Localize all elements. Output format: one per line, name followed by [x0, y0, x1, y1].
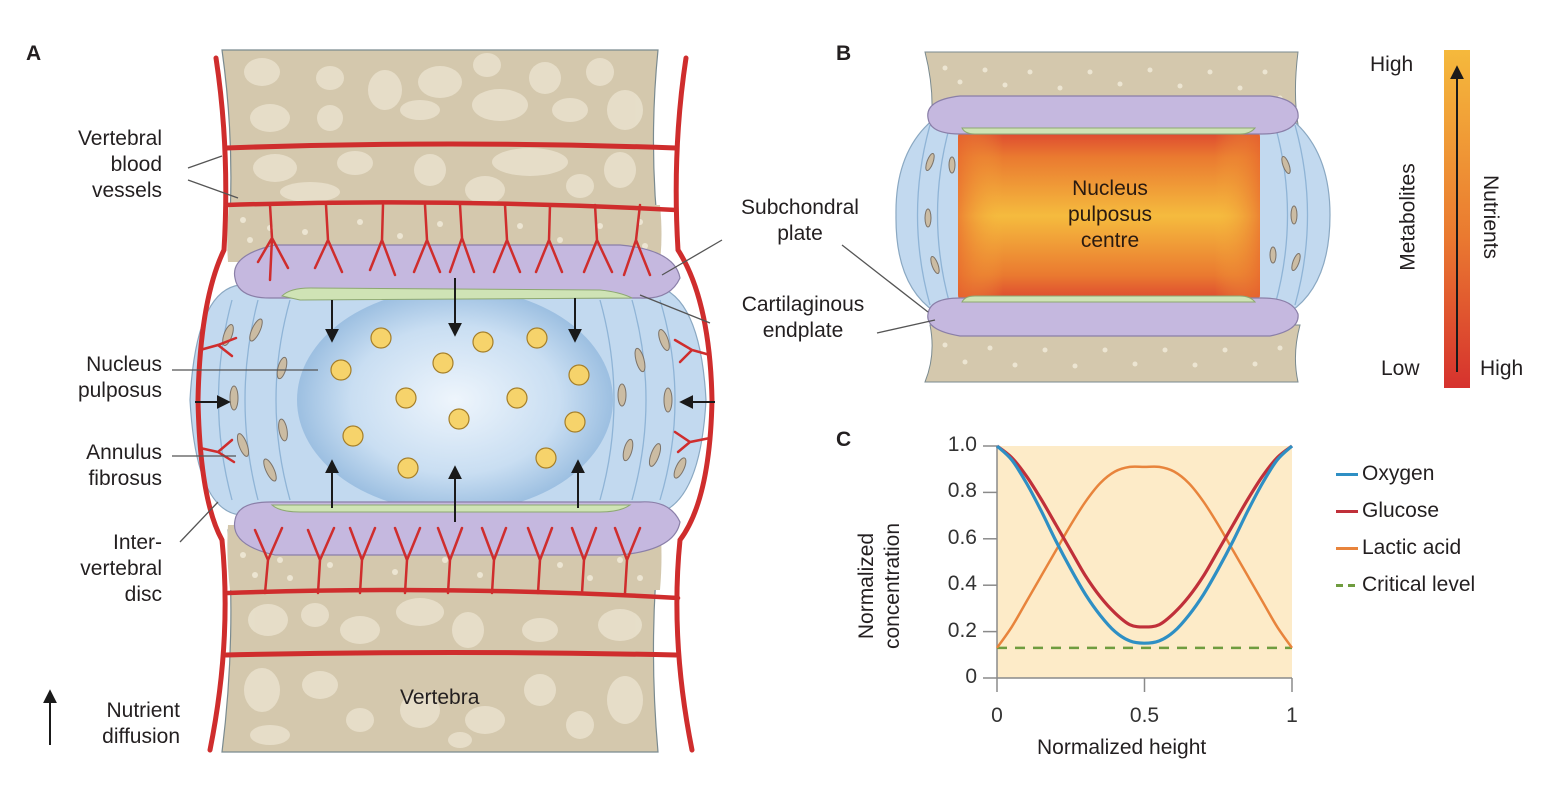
- label-line: Inter-: [112, 531, 162, 554]
- nucleus-cells: [330, 327, 590, 479]
- y-tick-label: 0: [965, 665, 977, 688]
- y-tick-label: 0.6: [947, 525, 977, 549]
- upper-endplate: [233, 244, 681, 301]
- series-line-glucose: [996, 444, 1293, 629]
- legend-item: Glucose: [1336, 499, 1439, 523]
- label-line: pulposus: [77, 379, 162, 402]
- panel-b-nucleus-gradient: [958, 124, 1260, 308]
- label-nutrient-diffusion: Nutrient diffusion: [70, 698, 180, 750]
- x-tick-label: 0.5: [1129, 704, 1160, 727]
- scale-metabolites-label: Metabolites: [1396, 163, 1420, 271]
- label-line: vertebral: [80, 557, 162, 580]
- panel-b-endplates: [927, 95, 1299, 337]
- diffusion-arrows: [43, 278, 715, 745]
- legend-label: Oxygen: [1362, 462, 1435, 485]
- label-line: Vertebral: [77, 127, 162, 150]
- label-line: Annulus: [86, 441, 162, 464]
- y-tick-label: 1.0: [947, 433, 977, 456]
- chart-x-axis-label: Normalized height: [1037, 736, 1207, 759]
- legend-item: Oxygen: [1336, 462, 1434, 486]
- panel-letter-c: C: [836, 428, 852, 451]
- label-annulus-fibrosus: Annulus fibrosus: [40, 440, 162, 492]
- metabolite-nutrient-scale: [1444, 50, 1470, 388]
- legend-label: Critical level: [1362, 573, 1476, 596]
- label-line: pulposus: [1067, 203, 1153, 226]
- lower-endplate: [233, 501, 681, 556]
- chart-plot-background: [997, 446, 1292, 678]
- label-line: endplate: [762, 319, 844, 342]
- scale-bottom-left-label: Low: [1381, 357, 1420, 380]
- panel-b-lower-vertebra: [924, 324, 1301, 383]
- legend-label: Lactic acid: [1362, 536, 1462, 559]
- label-cartilaginous-endplate: Cartilaginous endplate: [718, 292, 888, 344]
- label-vertebra: Vertebra: [400, 686, 480, 709]
- y-tick-label: 0.4: [947, 572, 977, 596]
- scale-bottom-right-label: High: [1480, 357, 1524, 380]
- scale-nutrients-label: Nutrients: [1479, 174, 1503, 260]
- legend-swatch: [1336, 583, 1358, 587]
- label-line: blood: [110, 153, 162, 176]
- label-intervertebral-disc: Inter- vertebral disc: [40, 530, 162, 608]
- label-line: diffusion: [102, 725, 180, 748]
- label-nucleus-pulposus: Nucleus pulposus: [40, 352, 162, 404]
- label-nucleus-pulposus-centre: Nucleus pulposus centre: [1040, 176, 1180, 254]
- panel-a-leader-lines: [172, 155, 723, 543]
- label-line: Nucleus: [86, 353, 162, 376]
- panel-letter-b: B: [836, 42, 852, 65]
- x-tick-label: 1: [1286, 704, 1298, 727]
- chart-y-axis-label: Normalized concentration: [854, 496, 906, 676]
- series-line-lactic-acid: [995, 465, 1294, 649]
- y-axis-label-text: Normalized concentration: [855, 522, 904, 650]
- label-line: Nucleus: [1072, 177, 1148, 200]
- label-line: Subchondral: [741, 196, 859, 219]
- scale-top-left-label: High: [1370, 53, 1414, 76]
- legend-swatch: [1336, 509, 1358, 513]
- label-line: Cartilaginous: [741, 293, 865, 316]
- label-vertebral-blood-vessels: Vertebral blood vessels: [40, 126, 162, 204]
- x-tick-label: 0: [991, 704, 1003, 727]
- chart-series: [995, 444, 1294, 650]
- label-line: Nutrient: [106, 699, 180, 722]
- y-tick-label: 0.8: [947, 479, 977, 503]
- label-line: plate: [777, 222, 823, 245]
- label-line: fibrosus: [88, 467, 162, 490]
- legend-swatch: [1336, 472, 1358, 476]
- panel-letter-a: A: [26, 42, 42, 65]
- blood-vessels: [195, 55, 715, 753]
- legend-item: Lactic acid: [1336, 536, 1461, 560]
- label-line: disc: [124, 583, 162, 606]
- chart-axes: [983, 445, 1293, 692]
- label-line: vessels: [91, 179, 162, 202]
- legend-swatch: [1336, 546, 1358, 550]
- label-line: centre: [1080, 229, 1140, 252]
- legend-label: Glucose: [1362, 499, 1440, 522]
- legend-item: Critical level: [1336, 573, 1475, 597]
- label-subchondral-plate: Subchondral plate: [715, 195, 885, 247]
- y-tick-label: 0.2: [947, 618, 977, 642]
- series-line-oxygen: [995, 444, 1294, 645]
